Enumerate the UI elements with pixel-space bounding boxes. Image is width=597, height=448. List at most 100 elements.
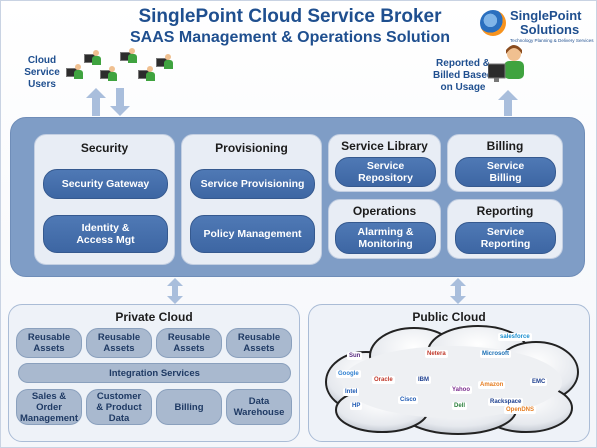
vendor-logo: EMC <box>530 378 548 386</box>
billing-system-button[interactable]: Billing <box>156 389 222 425</box>
system-label: Billing <box>174 401 204 413</box>
integration-label: Integration Services <box>109 367 200 379</box>
pill-label: Reporting <box>480 238 531 250</box>
system-label: Customer <box>96 390 142 402</box>
pill-label: Service <box>486 160 525 172</box>
users-group-icon <box>58 44 173 84</box>
logo-tagline: Technology Planning & Delivery Services <box>510 38 594 43</box>
service-repository-button[interactable]: Service Repository <box>335 157 436 187</box>
user-computer-icon <box>66 64 84 80</box>
reporting-title: Reporting <box>476 204 534 218</box>
reusable-assets-button[interactable]: Reusable Assets <box>226 328 292 358</box>
user-computer-icon <box>84 50 102 66</box>
reporting-box: Reporting Service Reporting <box>447 199 563 259</box>
billing-box: Billing Service Billing <box>447 134 563 192</box>
operations-title: Operations <box>352 204 417 218</box>
pill-label: Repository <box>358 172 413 184</box>
label-line: on Usage <box>440 82 486 93</box>
reusable-assets-button[interactable]: Reusable Assets <box>86 328 152 358</box>
vendor-logo: Oracle <box>372 376 395 384</box>
integration-services-button[interactable]: Integration Services <box>18 363 291 383</box>
public-cloud-title: Public Cloud <box>412 310 486 324</box>
pill-label: Identity & <box>81 222 130 234</box>
double-arrow-icon <box>450 278 466 304</box>
label-line: Cloud <box>27 55 57 66</box>
logo-line2: Solutions <box>520 22 580 37</box>
service-library-title: Service Library <box>341 139 428 153</box>
customer-product-data-button[interactable]: Customer & Product Data <box>86 389 152 425</box>
vendor-logo: HP <box>350 402 363 410</box>
user-computer-icon <box>138 66 156 82</box>
vendor-logo: Google <box>336 370 361 378</box>
security-gateway-button[interactable]: Security Gateway <box>43 169 168 199</box>
service-provisioning-button[interactable]: Service Provisioning <box>190 169 315 199</box>
asset-label: Assets <box>103 343 135 354</box>
reusable-assets-button[interactable]: Reusable Assets <box>16 328 82 358</box>
asset-label: Reusable <box>27 332 71 343</box>
vendor-logo: Sun <box>347 352 363 360</box>
security-title: Security <box>80 141 129 155</box>
vendor-logo: Yahoo <box>450 386 473 394</box>
swirl-logo-icon <box>480 10 506 36</box>
logo-line1: SinglePoint <box>510 8 582 23</box>
system-label: & Product <box>96 401 142 413</box>
identity-access-button[interactable]: Identity & Access Mgt <box>43 215 168 253</box>
operations-box: Operations Alarming & Monitoring <box>328 199 441 259</box>
user-computer-icon <box>156 54 174 70</box>
system-label: Data <box>108 412 130 424</box>
service-billing-button[interactable]: Service Billing <box>455 157 556 187</box>
service-reporting-button[interactable]: Service Reporting <box>455 222 556 254</box>
pill-label: Service Provisioning <box>200 178 305 190</box>
singlepoint-logo: SinglePoint Solutions Technology Plannin… <box>476 6 594 48</box>
asset-label: Assets <box>173 343 205 354</box>
pill-label: Billing <box>489 172 522 184</box>
label-line: Billed Based <box>432 70 494 81</box>
cloud-service-users-label: Cloud Service Users <box>22 55 62 91</box>
data-warehouse-button[interactable]: Data Warehouse <box>226 389 292 425</box>
pill-label: Alarming & <box>357 226 414 238</box>
policy-management-button[interactable]: Policy Management <box>190 215 315 253</box>
pill-label: Policy Management <box>203 228 302 240</box>
security-box: Security Security Gateway Identity & Acc… <box>34 134 175 265</box>
asset-label: Reusable <box>97 332 141 343</box>
vendor-logo: Cisco <box>398 396 419 404</box>
vendor-logo: Rackspace <box>488 398 524 406</box>
label-line: Service <box>24 67 60 78</box>
pill-label: Service <box>366 160 405 172</box>
system-label: Data <box>248 396 270 407</box>
system-label: Order <box>36 401 62 413</box>
asset-label: Reusable <box>237 332 281 343</box>
system-label: Sales & <box>31 390 67 402</box>
vendor-logo: salesforce <box>498 333 532 341</box>
pill-label: Security Gateway <box>61 178 150 190</box>
pill-label: Monitoring <box>358 238 413 250</box>
reusable-assets-button[interactable]: Reusable Assets <box>156 328 222 358</box>
vendor-logo: OpenDNS <box>504 406 537 414</box>
asset-label: Reusable <box>167 332 211 343</box>
provisioning-title: Provisioning <box>215 141 288 155</box>
asset-label: Assets <box>33 343 65 354</box>
pill-label: Access Mgt <box>76 234 135 246</box>
asset-label: Assets <box>243 343 275 354</box>
up-down-arrows-icon <box>86 88 130 116</box>
vendor-logo: Amazon <box>478 381 506 389</box>
reported-billed-label: Reported & Billed Based on Usage <box>428 58 498 94</box>
vendor-logo: IBM <box>416 376 431 384</box>
service-library-box: Service Library Service Repository <box>328 134 441 192</box>
alarming-monitoring-button[interactable]: Alarming & Monitoring <box>335 222 436 254</box>
label-line: Reported & <box>436 58 490 69</box>
private-cloud-title: Private Cloud <box>115 310 193 324</box>
vendor-logo: Dell <box>452 402 468 410</box>
pill-label: Service <box>486 226 525 238</box>
billed-user-icon <box>488 45 524 82</box>
provisioning-box: Provisioning Service Provisioning Policy… <box>181 134 322 265</box>
up-arrow-icon <box>498 90 518 116</box>
user-computer-icon <box>100 66 118 82</box>
system-label: Warehouse <box>233 407 285 418</box>
page-subtitle: SAAS Management & Operations Solution <box>129 29 451 46</box>
vendor-logo: Microsoft <box>480 350 511 358</box>
system-label: Management <box>19 412 79 424</box>
sales-order-management-button[interactable]: Sales & Order Management <box>16 389 82 425</box>
label-line: Users <box>28 79 56 90</box>
double-arrow-icon <box>167 278 183 304</box>
